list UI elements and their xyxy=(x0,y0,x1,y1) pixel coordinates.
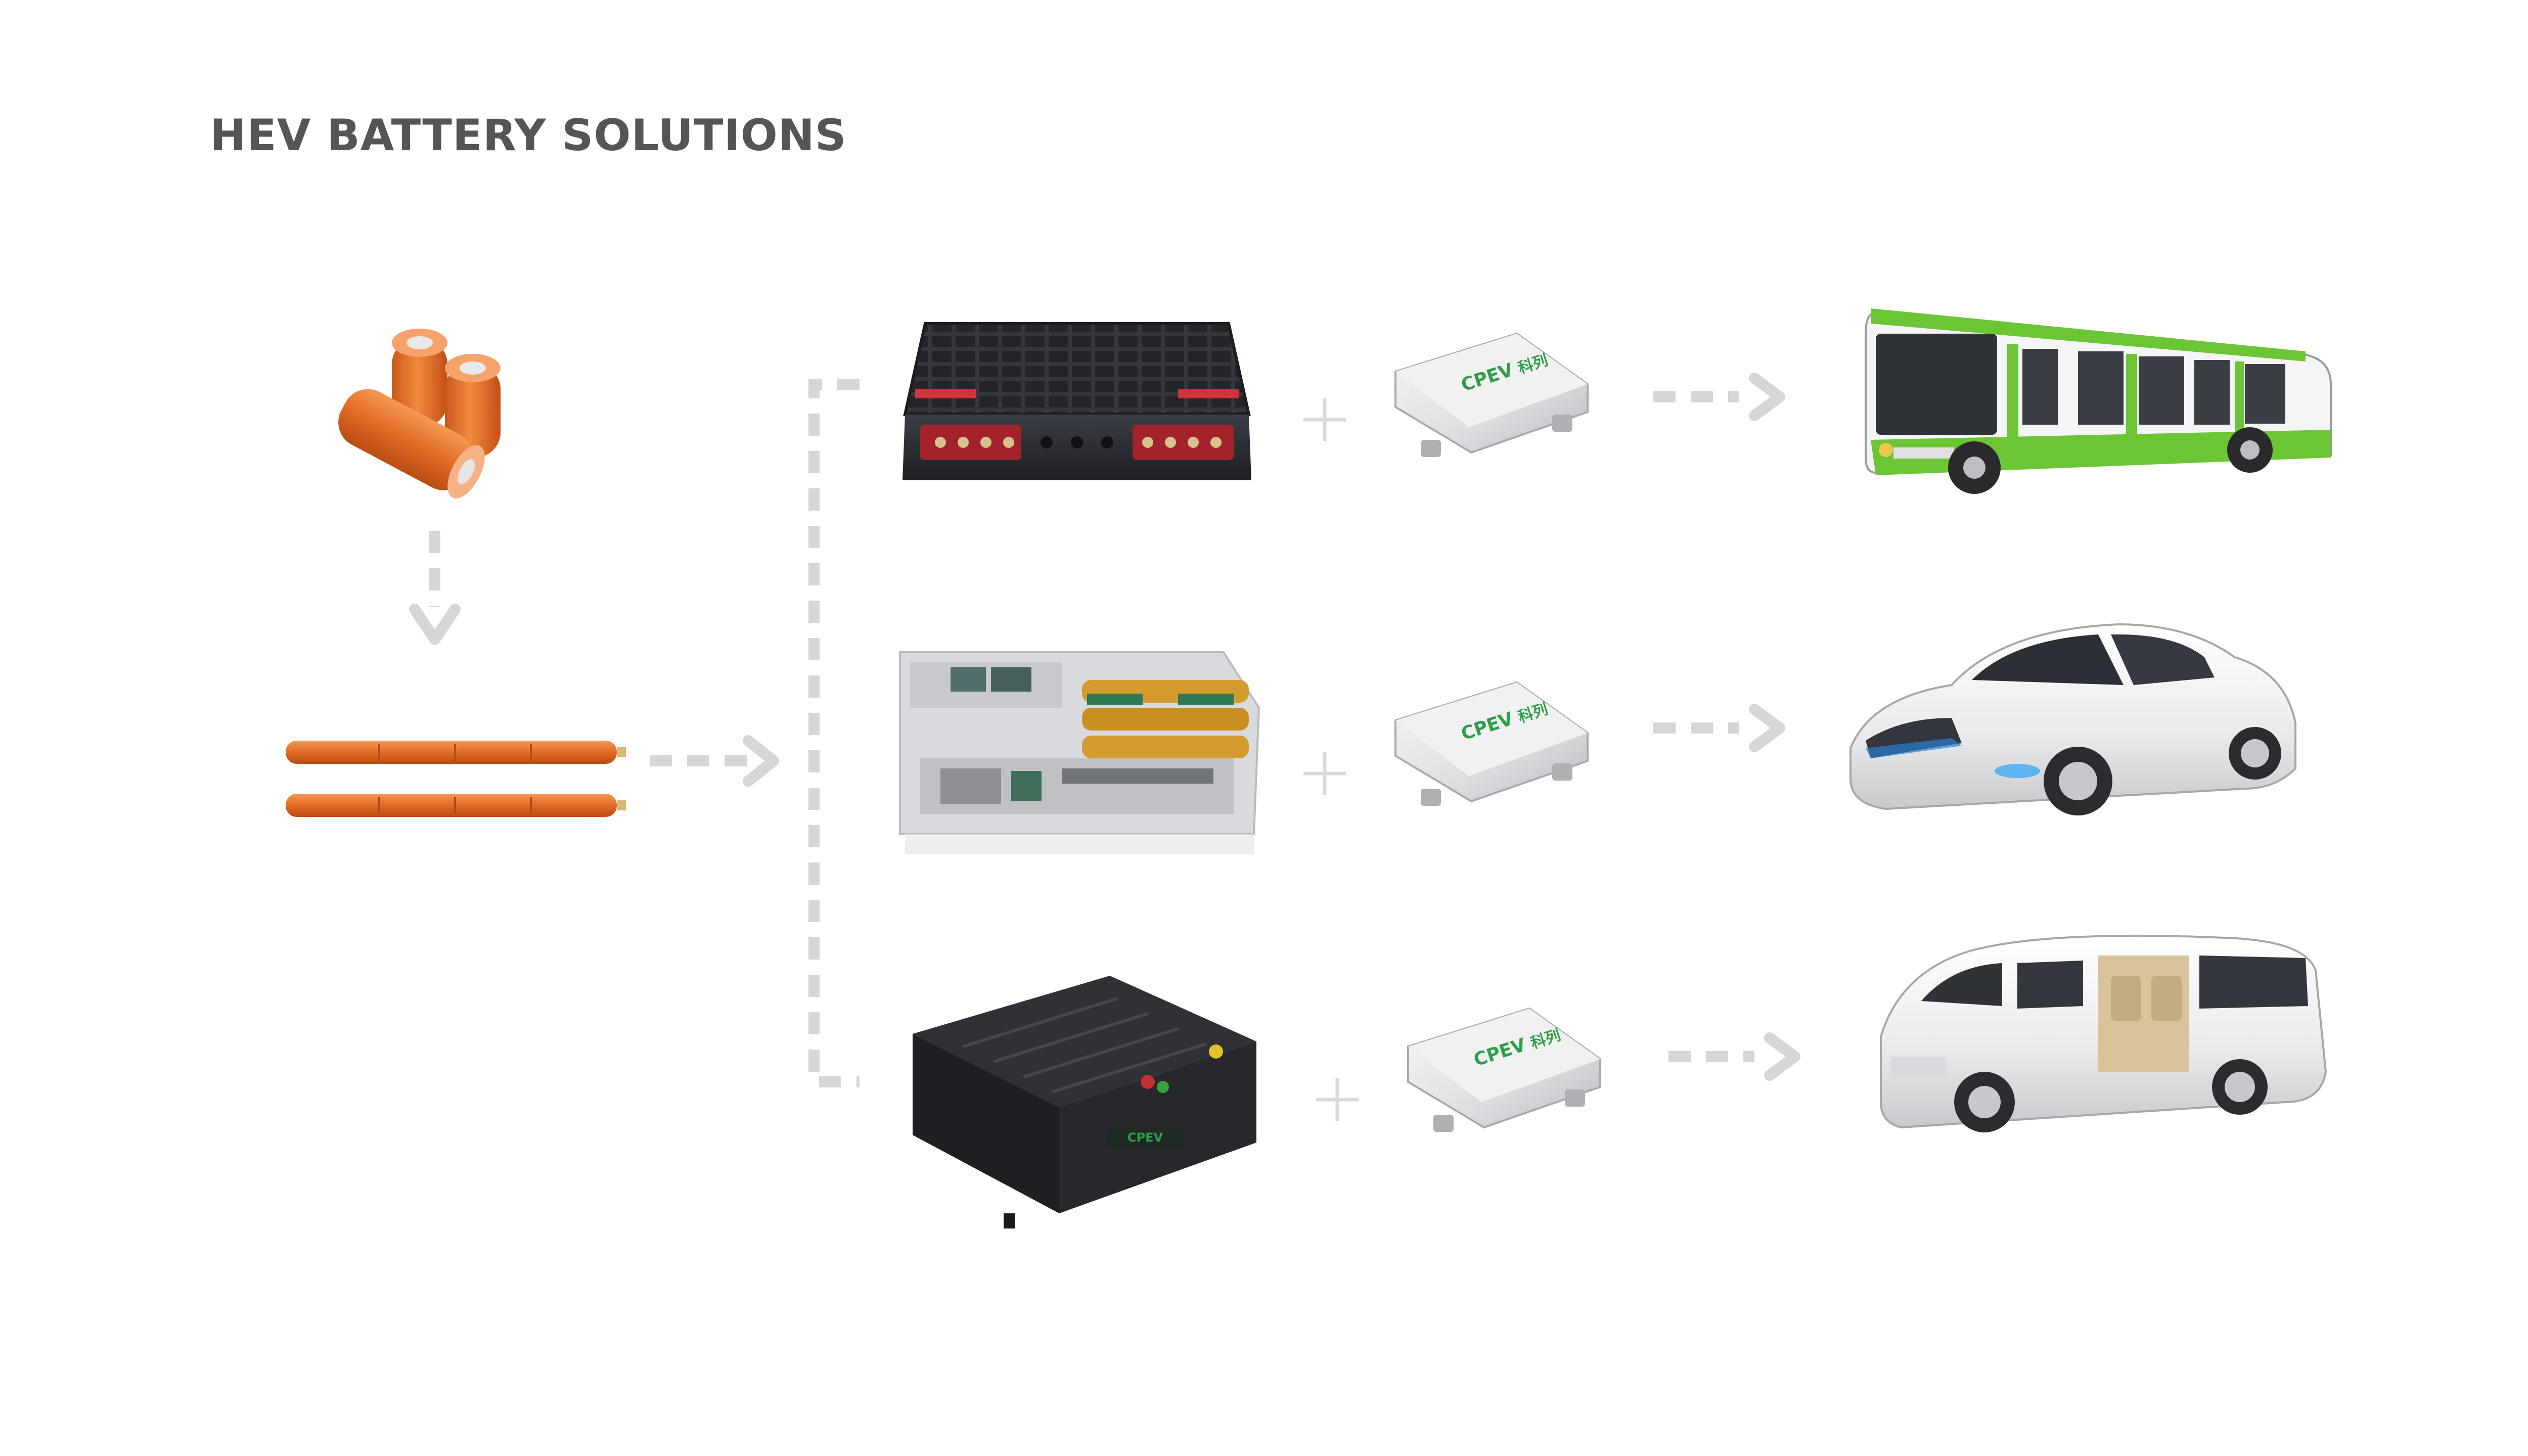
plus-icon xyxy=(1316,1078,1359,1121)
minivan xyxy=(1880,934,2327,1132)
enclosed-battery-box: CPEV xyxy=(913,976,1256,1228)
plus-icon xyxy=(1303,752,1346,795)
arrow-right-icon xyxy=(743,735,779,787)
battery-stick-icon xyxy=(286,741,626,817)
plus-signs xyxy=(1303,398,1359,1121)
grid-battery-pack xyxy=(902,322,1251,480)
terminal-red xyxy=(1141,1075,1155,1089)
distribution-bracket xyxy=(808,379,860,1087)
arrow-right-icon xyxy=(1749,373,1785,421)
connector-lines xyxy=(429,379,1754,1087)
bms-module-icon: CPEV 科列 xyxy=(1394,681,1589,806)
battery-cell-icon xyxy=(338,329,501,498)
page-title: HEV BATTERY SOLUTIONS xyxy=(210,110,847,161)
arrow-right-icon xyxy=(1764,1032,1800,1081)
box-brand-label: CPEV xyxy=(1127,1130,1163,1145)
terminal-yellow xyxy=(1209,1044,1223,1059)
plus-icon xyxy=(1303,398,1346,441)
arrow-down-icon xyxy=(409,604,461,645)
bms-module-icon: CPEV 科列 xyxy=(1394,332,1589,457)
arrow-heads xyxy=(409,373,1800,1081)
city-bus xyxy=(1865,308,2332,494)
bms-module-icon: CPEV 科列 xyxy=(1407,1007,1601,1132)
arrow-right-icon xyxy=(1749,704,1785,752)
terminal-green xyxy=(1157,1081,1169,1093)
hybrid-battery-module xyxy=(899,651,1260,854)
cell-block xyxy=(1082,680,1249,758)
sedan-car xyxy=(1849,623,2296,815)
battery-stick xyxy=(286,741,626,764)
battery-stick xyxy=(286,794,626,817)
